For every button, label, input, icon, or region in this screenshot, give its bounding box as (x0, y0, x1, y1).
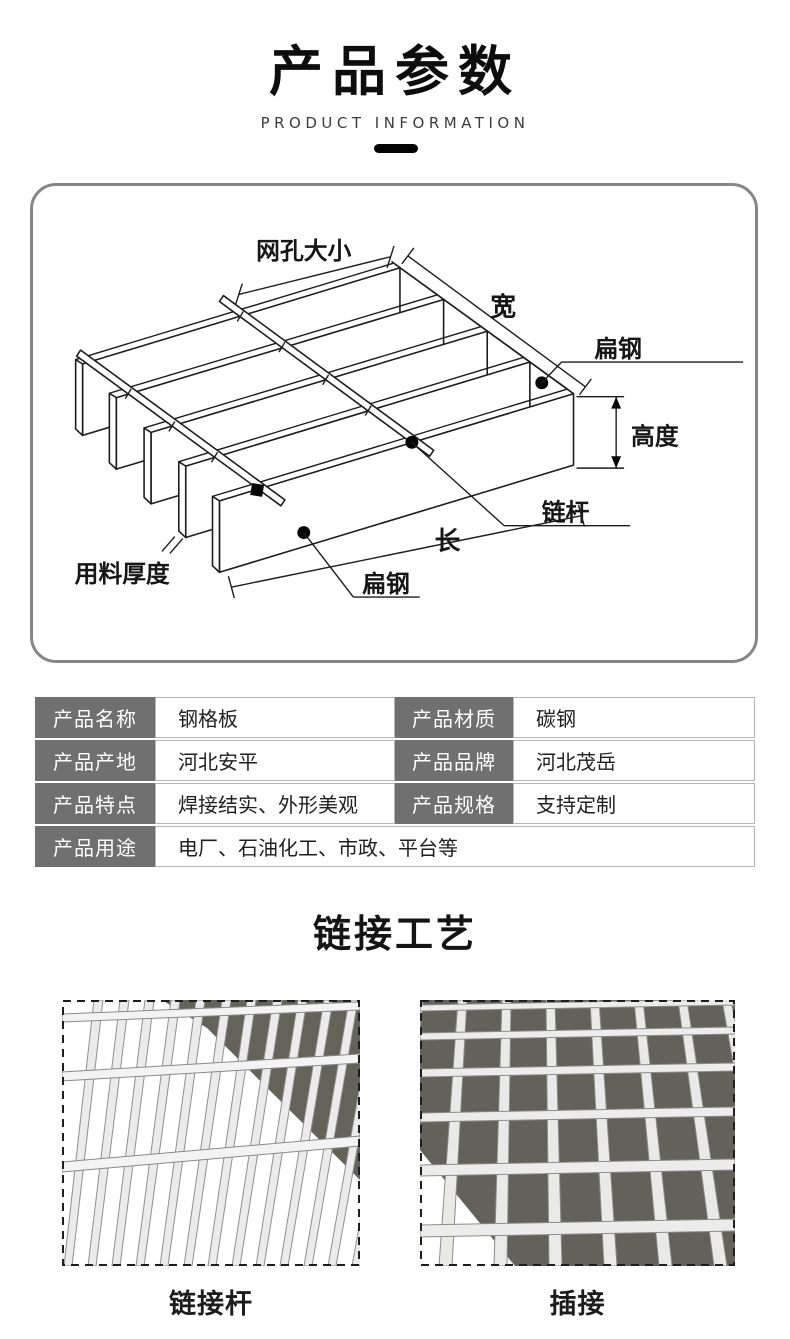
spec-value-material: 碳钢 (513, 697, 755, 738)
label-length: 长 (435, 526, 461, 556)
grating-photo-link-rod (61, 999, 410, 1270)
callout-link-rod: 链杆 (411, 441, 631, 527)
grating-diagram: 网孔大小 宽 扁钢 高度 (74, 237, 744, 599)
caption-plug-in: 插接 (549, 1289, 606, 1320)
label-material-thickness: 用料厚度 (75, 560, 170, 588)
page-title: 产品参数 (269, 40, 521, 103)
table-row: 产品用途 电厂、石油化工、市政、平台等 (35, 826, 755, 867)
spec-label-product-name: 产品名称 (35, 697, 155, 738)
edge-band-bar (391, 261, 575, 395)
process-section-title: 链接工艺 (312, 912, 477, 956)
label-mesh-size: 网孔大小 (256, 237, 351, 265)
callout-material-thickness: 用料厚度 (75, 536, 184, 588)
page-subtitle: PRODUCT INFORMATION (260, 114, 530, 132)
caption-link-rod: 链接杆 (169, 1289, 253, 1320)
spec-value-brand: 河北茂岳 (513, 740, 755, 781)
grating-diagram-panel: 网孔大小 宽 扁钢 高度 (30, 183, 758, 663)
callout-flat-steel-top: 扁钢 (541, 335, 744, 384)
label-flat-steel-bottom: 扁钢 (362, 570, 410, 598)
label-flat-steel-top: 扁钢 (594, 335, 642, 363)
dim-width: 宽 (401, 247, 592, 396)
cross-rods (75, 294, 435, 507)
bearing-bars (74, 262, 575, 574)
spec-label-specification: 产品规格 (395, 783, 513, 824)
spec-label-brand: 产品品牌 (395, 740, 513, 781)
link-rod-grating-image (61, 999, 410, 1267)
table-row: 产品产地 河北安平 产品品牌 河北茂岳 (35, 740, 755, 781)
spec-value-usage: 电厂、石油化工、市政、平台等 (155, 826, 755, 867)
spec-value-specification: 支持定制 (513, 783, 755, 824)
dim-mesh-size: 网孔大小 (234, 237, 395, 306)
spec-label-origin: 产品产地 (35, 740, 155, 781)
spec-label-features: 产品特点 (35, 783, 155, 824)
dim-height: 高度 (576, 396, 679, 469)
spec-label-material: 产品材质 (395, 697, 513, 738)
spec-value-origin: 河北安平 (155, 740, 395, 781)
spec-value-product-name: 钢格板 (155, 697, 395, 738)
grating-photo-plug-in (383, 998, 783, 1270)
spec-label-usage: 产品用途 (35, 826, 155, 867)
spec-table: 产品名称 钢格板 产品材质 碳钢 产品产地 河北安平 产品品牌 河北茂岳 产品特… (35, 697, 755, 869)
table-row: 产品名称 钢格板 产品材质 碳钢 (35, 697, 755, 738)
dim-length: 长 (227, 504, 586, 599)
callout-flat-steel-bottom: 扁钢 (303, 532, 420, 598)
label-height: 高度 (631, 422, 679, 450)
table-row: 产品特点 焊接结实、外形美观 产品规格 支持定制 (35, 783, 755, 824)
plug-in-grating-image (383, 998, 783, 1267)
title-dash-divider (374, 144, 418, 153)
label-width: 宽 (490, 291, 516, 322)
spec-value-features: 焊接结实、外形美观 (155, 783, 395, 824)
